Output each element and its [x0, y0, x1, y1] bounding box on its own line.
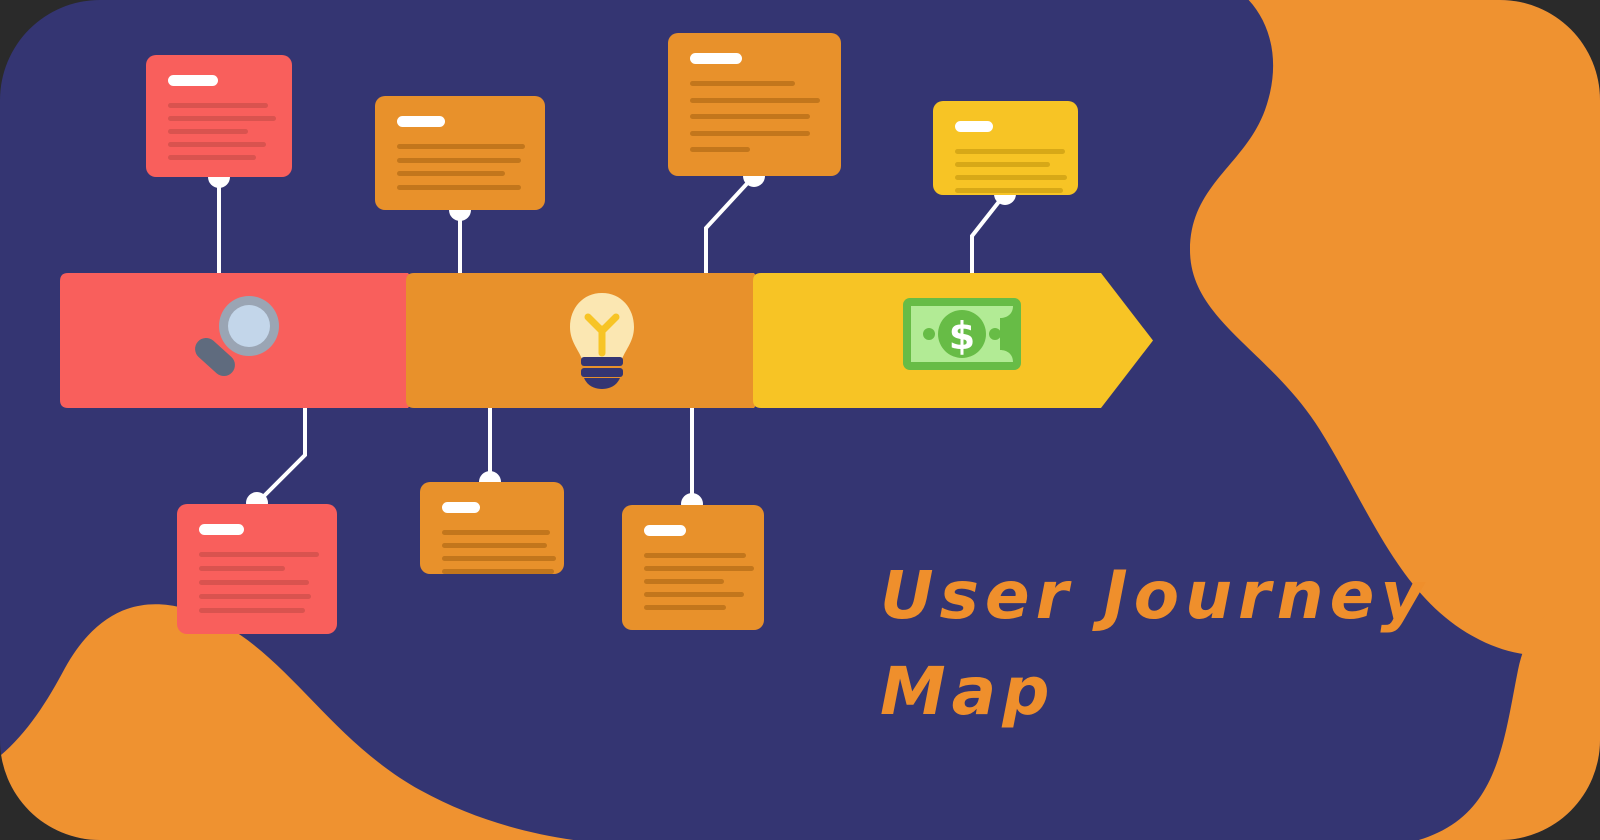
note-text-line [199, 594, 311, 599]
lightbulb-icon [564, 289, 640, 389]
money-bill-icon: $ [903, 298, 1021, 370]
note-text-line [199, 552, 319, 557]
note-title-bar [442, 502, 480, 513]
page-title: User Journey Map [880, 557, 1430, 730]
note-text-line [955, 175, 1067, 180]
note-text-line [442, 569, 554, 574]
note-title-bar [644, 525, 686, 536]
note-text-line [442, 543, 547, 548]
note-text-line [199, 608, 305, 613]
svg-text:$: $ [949, 314, 975, 358]
note-text-line [690, 97, 820, 103]
note-text-line [397, 171, 505, 176]
note-title-bar [199, 524, 244, 535]
note-text-line [168, 116, 276, 121]
note-text-line [690, 130, 810, 136]
note-text-line [397, 157, 521, 163]
connector-line [255, 406, 307, 505]
note-top-3[interactable] [668, 33, 841, 176]
note-text-line [955, 162, 1050, 167]
note-text-line [168, 103, 268, 108]
note-text-line [955, 149, 1065, 154]
note-text-line [690, 81, 795, 86]
note-bottom-3[interactable] [622, 505, 764, 630]
note-text-line [168, 155, 256, 160]
note-text-line [690, 114, 810, 120]
note-top-2[interactable] [375, 96, 545, 210]
note-title-bar [690, 53, 742, 64]
connector-line [970, 192, 1007, 275]
note-text-line [955, 188, 1063, 193]
note-text-line [644, 592, 744, 597]
note-text-line [442, 556, 556, 561]
note-text-line [397, 184, 521, 190]
note-text-line [644, 605, 726, 610]
note-title-bar [955, 121, 993, 132]
note-text-line [397, 144, 525, 149]
note-top-1[interactable] [146, 55, 292, 177]
note-text-line [690, 147, 750, 153]
note-title-bar [397, 116, 445, 127]
note-top-4[interactable] [933, 101, 1078, 195]
note-text-line [644, 566, 754, 571]
note-title-bar [168, 75, 218, 86]
blob-top-right [1190, 0, 1600, 656]
note-text-line [168, 129, 248, 134]
note-text-line [644, 579, 724, 584]
note-text-line [168, 142, 266, 147]
note-text-line [199, 566, 285, 571]
note-bottom-1[interactable] [177, 504, 337, 634]
connector-line [704, 174, 756, 275]
note-text-line [644, 553, 746, 558]
note-text-line [199, 580, 309, 585]
note-bottom-2[interactable] [420, 482, 564, 574]
magnifying-glass-icon [186, 294, 286, 389]
blob-bottom-left [0, 604, 660, 840]
note-text-line [442, 530, 550, 535]
